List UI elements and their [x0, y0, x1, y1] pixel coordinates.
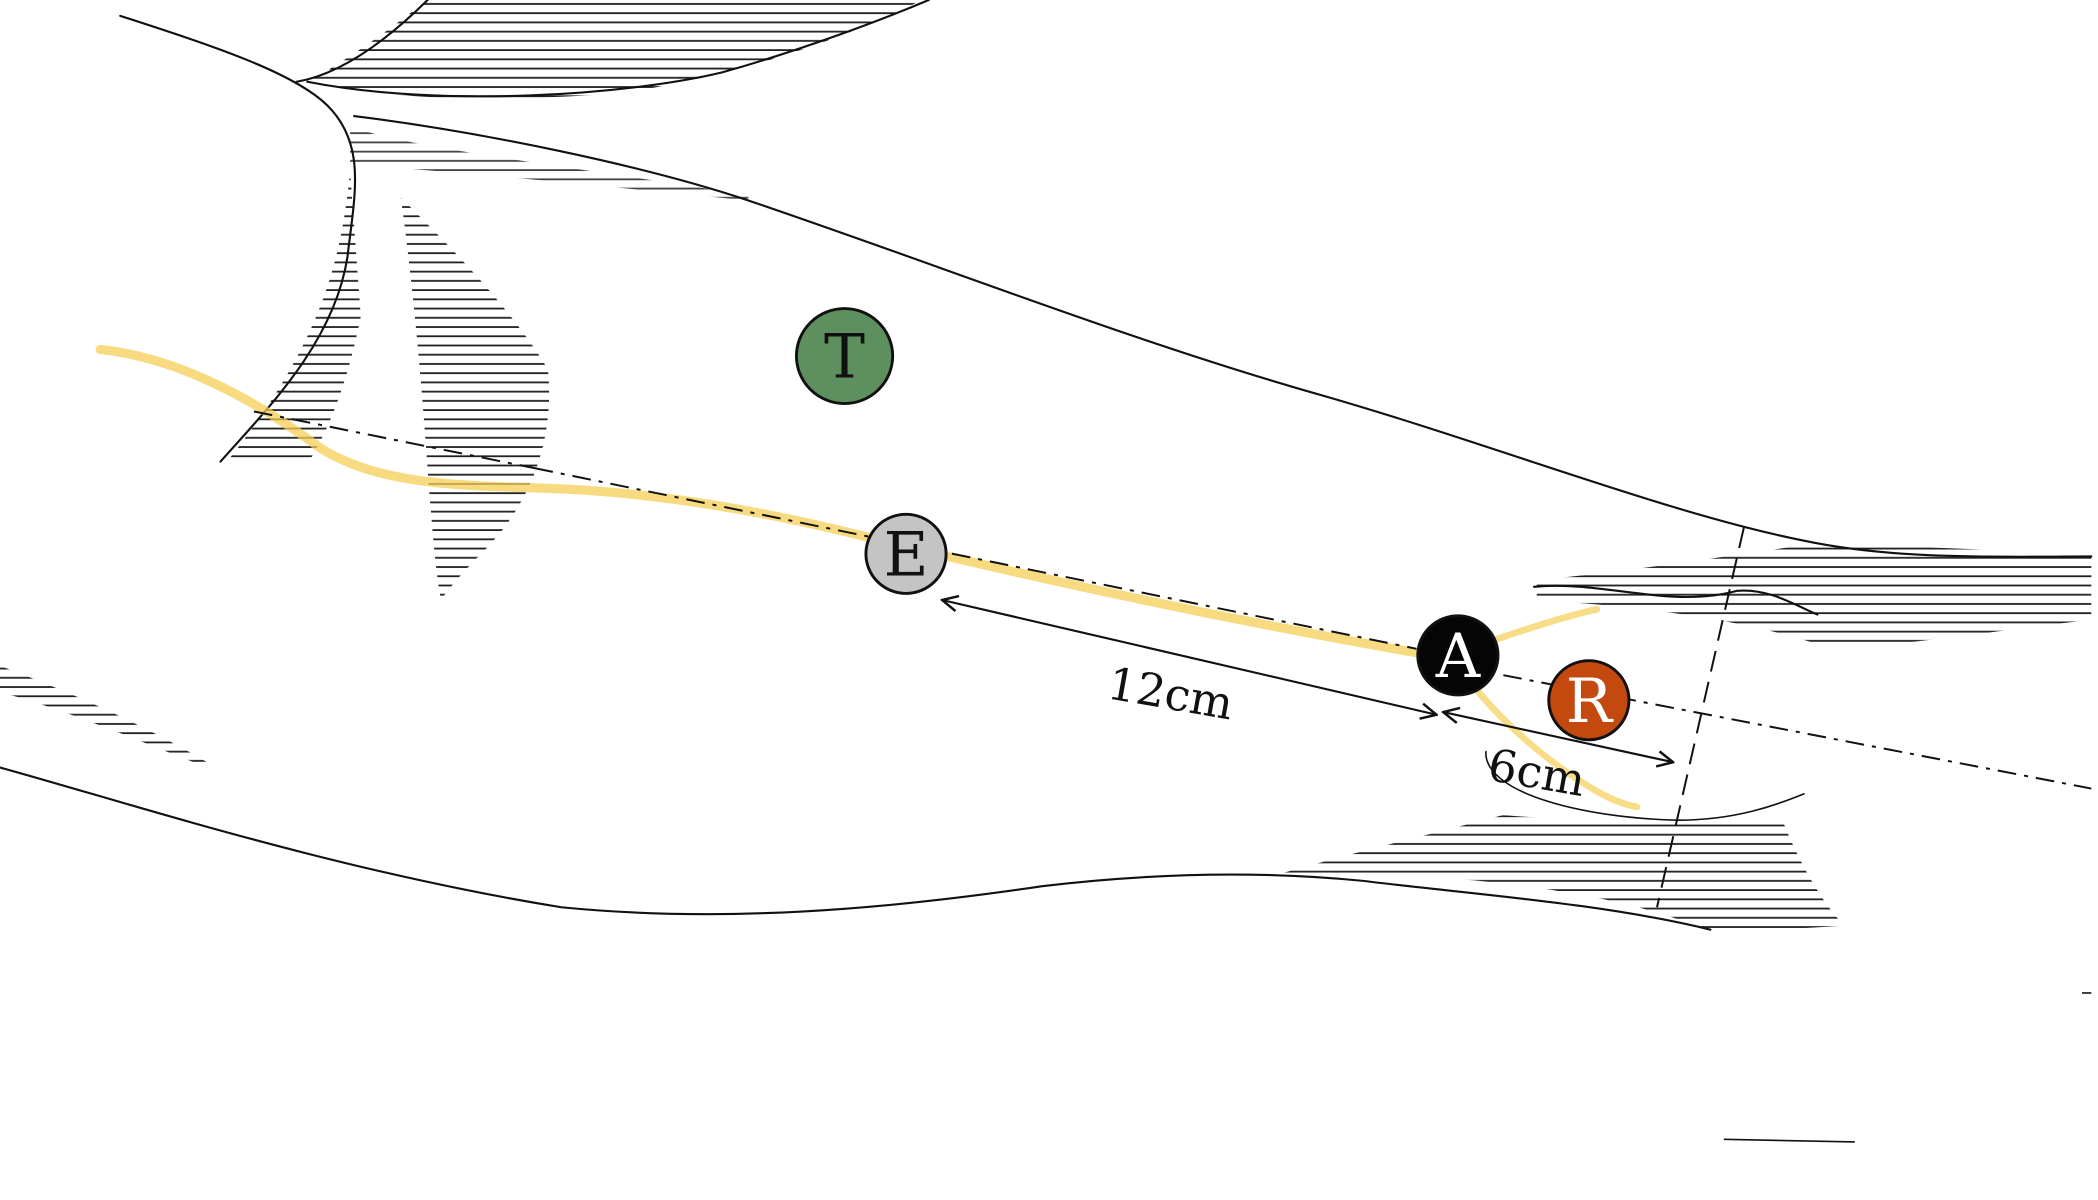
- limb-outline: [0, 0, 2093, 931]
- stray-stroke-1: [1723, 1138, 1855, 1143]
- marker-R: R: [1547, 659, 1631, 742]
- hatch-top-left: [307, 0, 923, 99]
- nerve-branch-down: [1459, 669, 1641, 811]
- marker-T-label: T: [824, 322, 865, 393]
- axis-vertical-line: [1656, 527, 1745, 908]
- outline-top-curve: [119, 14, 357, 463]
- dimension-label-12cm: 12cm: [1104, 657, 1238, 730]
- marker-T: T: [794, 307, 895, 405]
- hatch-inner-wedge: [400, 197, 550, 601]
- marker-R-label: R: [1566, 666, 1614, 737]
- axis-right-line: [1503, 674, 2092, 790]
- marker-A-label: A: [1435, 621, 1481, 692]
- marker-E-label: E: [884, 520, 929, 591]
- outline-upper-edge: [353, 114, 2093, 558]
- dimension-line-6cm: [1443, 712, 1673, 762]
- outline-top-band: [306, 0, 930, 98]
- dimension-line-12cm: [942, 600, 1436, 715]
- marker-R-circle: [1547, 659, 1631, 742]
- hatch-left-wedge: [227, 171, 361, 465]
- marker-E: E: [864, 512, 948, 595]
- outline-top-arc: [295, 0, 429, 83]
- stray-strokes: [1723, 992, 2092, 1143]
- hatch-lower-left: [0, 665, 208, 765]
- hatch-right-lower: [1282, 814, 1845, 934]
- marker-T-circle: [794, 307, 895, 405]
- marker-A: A: [1416, 614, 1500, 697]
- outline-right-bump-lower: [1485, 750, 1805, 822]
- hatch-right-upper: [1536, 543, 2092, 649]
- marker-A-circle: [1416, 614, 1500, 697]
- dimension-label-6cm: 6cm: [1484, 738, 1589, 807]
- dimension-arrows: [942, 600, 1673, 762]
- hatch-upper-fan: [350, 125, 749, 201]
- outline-right-bump-upper: [1533, 584, 1819, 616]
- marker-E-circle: [864, 512, 948, 595]
- shading-hatching: [0, 0, 2092, 934]
- outline-lower-edge: [0, 766, 1712, 931]
